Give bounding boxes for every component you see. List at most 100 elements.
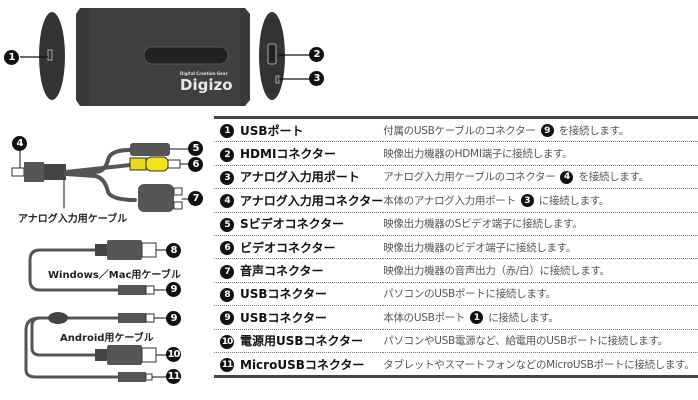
desc-text: 本体のUSBポート xyxy=(383,311,466,324)
table-row: 1 USBポート 付属のUSBケーブルのコネクター 9 を接続します。 xyxy=(214,117,698,143)
desc-text: 本体のアナログ入力用ポート xyxy=(383,194,516,207)
ref-number: 9 xyxy=(540,124,554,138)
part-name: アナログ入力用コネクター xyxy=(240,193,384,208)
parts-table: 1 USBポート 付属のUSBケーブルのコネクター 9 を接続します。 2 HDMIコネ… xyxy=(214,116,698,379)
callout-1: 1 xyxy=(4,50,19,65)
part-label-cell: 3 アナログ入力用ポート xyxy=(214,165,384,190)
callout-5: 5 xyxy=(188,141,203,156)
part-description-cell: パソコンやUSB電源など、給電用のUSBポートに接続します。 xyxy=(383,329,698,353)
part-description-cell: アナログ入力用ケーブルのコネクター 4 を接続します。 xyxy=(383,165,698,190)
table-row: 6 ビデオコネクター 映像出力機器のビデオ端子に接続します。 xyxy=(214,235,698,260)
callout-6: 6 xyxy=(188,157,203,172)
part-number: 5 xyxy=(220,217,234,232)
part-name: ビデオコネクター xyxy=(240,240,336,255)
callout-7: 7 xyxy=(188,191,203,206)
part-label-cell: 2 HDMIコネクター xyxy=(214,141,384,166)
part-number: 4 xyxy=(220,194,234,209)
part-number: 8 xyxy=(220,287,234,302)
desc-after: を接続します。 xyxy=(578,171,650,184)
part-description-cell: パソコンのUSBポートに接続します。 xyxy=(383,282,698,307)
desc-after: に接続します。 xyxy=(538,194,610,207)
table-row: 3 アナログ入力用ポート アナログ入力用ケーブルのコネクター 4 を接続します。 xyxy=(214,165,698,190)
android-cable-label: Android用ケーブル xyxy=(60,333,154,344)
part-number: 11 xyxy=(220,358,234,373)
desc-text: 付属のUSBケーブルのコネクター xyxy=(383,124,536,137)
part-label-cell: 8 USBコネクター xyxy=(214,282,384,307)
part-name: 電源用USBコネクター xyxy=(240,334,364,349)
table-row: 7 音声コネクター 映像出力機器の音声出力（赤/白）に接続します。 xyxy=(214,258,698,283)
windows-mac-cable-illustration xyxy=(28,240,168,295)
part-label-cell: 11 MicroUSBコネクター xyxy=(214,352,383,376)
part-name: MicroUSBコネクター xyxy=(240,357,365,372)
table-row: 9 USBコネクター 本体のUSBポート 1 に接続します。 xyxy=(214,305,698,330)
part-name: USBコネクター xyxy=(240,287,328,302)
usb-port xyxy=(47,49,53,61)
table-row: 2 HDMIコネクター 映像出力機器のHDMI端子に接続します。 xyxy=(214,141,698,166)
device-slot xyxy=(143,46,229,65)
desc-text: 映像出力機器のビデオ端子に接続します。 xyxy=(383,241,577,254)
table-row: 11 MicroUSBコネクター タブレットやスマートフォンなどのMicroUSBポ… xyxy=(214,352,698,376)
callout-3: 3 xyxy=(309,71,324,86)
callout-10: 10 xyxy=(166,347,181,362)
device-illustration xyxy=(20,8,310,106)
desc-text: 映像出力機器のHDMI端子に接続します。 xyxy=(383,148,573,161)
part-description-cell: 付属のUSBケーブルのコネクター 9 を接続します。 xyxy=(383,117,698,143)
ref-number: 4 xyxy=(560,170,574,184)
part-label-cell: 4 アナログ入力用コネクター xyxy=(214,188,384,213)
part-description-cell: 本体のUSBポート 1 に接続します。 xyxy=(383,305,698,330)
ref-number: 1 xyxy=(470,311,484,325)
part-description-cell: 映像出力機器のビデオ端子に接続します。 xyxy=(383,235,698,260)
part-number: 6 xyxy=(220,241,234,256)
part-label-cell: 6 ビデオコネクター xyxy=(214,235,384,260)
part-label-cell: 10 電源用USBコネクター xyxy=(214,329,384,353)
callout-8: 8 xyxy=(166,243,181,258)
desc-text: パソコンのUSBポートに接続します。 xyxy=(383,288,556,301)
analog-cable-label: アナログ入力用ケーブル xyxy=(18,214,128,225)
desc-after: に接続します。 xyxy=(488,311,559,324)
desc-text: アナログ入力用ケーブルのコネクター xyxy=(383,171,556,184)
brand-logo: Digizo xyxy=(180,76,233,94)
part-label-cell: 7 音声コネクター xyxy=(214,258,384,283)
desc-after: を接続します。 xyxy=(558,124,630,137)
part-name: アナログ入力用ポート xyxy=(240,170,360,185)
callout-11: 11 xyxy=(166,369,181,384)
part-number: 2 xyxy=(220,147,234,162)
part-description-cell: 映像出力機器のHDMI端子に接続します。 xyxy=(383,141,698,166)
part-number: 10 xyxy=(220,334,234,349)
desc-text: パソコンやUSB電源など、給電用のUSBポートに接続します。 xyxy=(383,335,668,348)
part-number: 1 xyxy=(220,124,234,139)
hdmi-port xyxy=(267,43,277,65)
desc-text: 映像出力機器の音声出力（赤/白）に接続します。 xyxy=(383,265,610,278)
part-description-cell: 映像出力機器のSビデオ端子に接続します。 xyxy=(383,212,698,236)
part-name: Sビデオコネクター xyxy=(240,217,345,232)
callout-9: 9 xyxy=(166,311,181,326)
ref-number: 3 xyxy=(520,194,534,208)
part-name: USBポート xyxy=(240,123,304,138)
analog-cable-illustration xyxy=(11,143,191,212)
table-row: 8 USBコネクター パソコンのUSBポートに接続します。 xyxy=(214,282,698,307)
part-number: 3 xyxy=(220,170,234,185)
part-label-cell: 1 USBポート xyxy=(214,117,384,143)
part-label-cell: 5 Sビデオコネクター xyxy=(214,212,384,236)
part-number: 7 xyxy=(220,264,234,279)
table-row: 4 アナログ入力用コネクター本体のアナログ入力用ポート 3 に接続します。 xyxy=(214,188,698,213)
table-row: 5 Sビデオコネクター 映像出力機器のSビデオ端子に接続します。 xyxy=(214,212,698,236)
part-name: HDMIコネクター xyxy=(240,147,336,162)
callout-9: 9 xyxy=(166,282,181,297)
part-name: USBコネクター xyxy=(240,310,328,325)
desc-text: タブレットやスマートフォンなどのMicroUSBポートに接続します。 xyxy=(383,358,695,371)
table-row: 10 電源用USBコネクター パソコンやUSB電源など、給電用のUSBポートに接続し… xyxy=(214,329,698,353)
callout-4: 4 xyxy=(12,136,27,151)
part-description-cell: タブレットやスマートフォンなどのMicroUSBポートに接続します。 xyxy=(383,352,698,376)
windows-mac-cable-label: Windows／Mac用ケーブル xyxy=(48,270,181,281)
part-name: 音声コネクター xyxy=(240,264,324,279)
part-number: 9 xyxy=(220,311,234,326)
part-description-cell: 本体のアナログ入力用ポート 3 に接続します。 xyxy=(383,188,698,213)
part-description-cell: 映像出力機器の音声出力（赤/白）に接続します。 xyxy=(383,258,698,283)
brand-tagline: Digital Creation Gear xyxy=(180,71,228,76)
android-cable-illustration xyxy=(24,312,168,382)
desc-text: 映像出力機器のSビデオ端子に接続します。 xyxy=(383,218,583,231)
callout-2: 2 xyxy=(309,47,324,62)
